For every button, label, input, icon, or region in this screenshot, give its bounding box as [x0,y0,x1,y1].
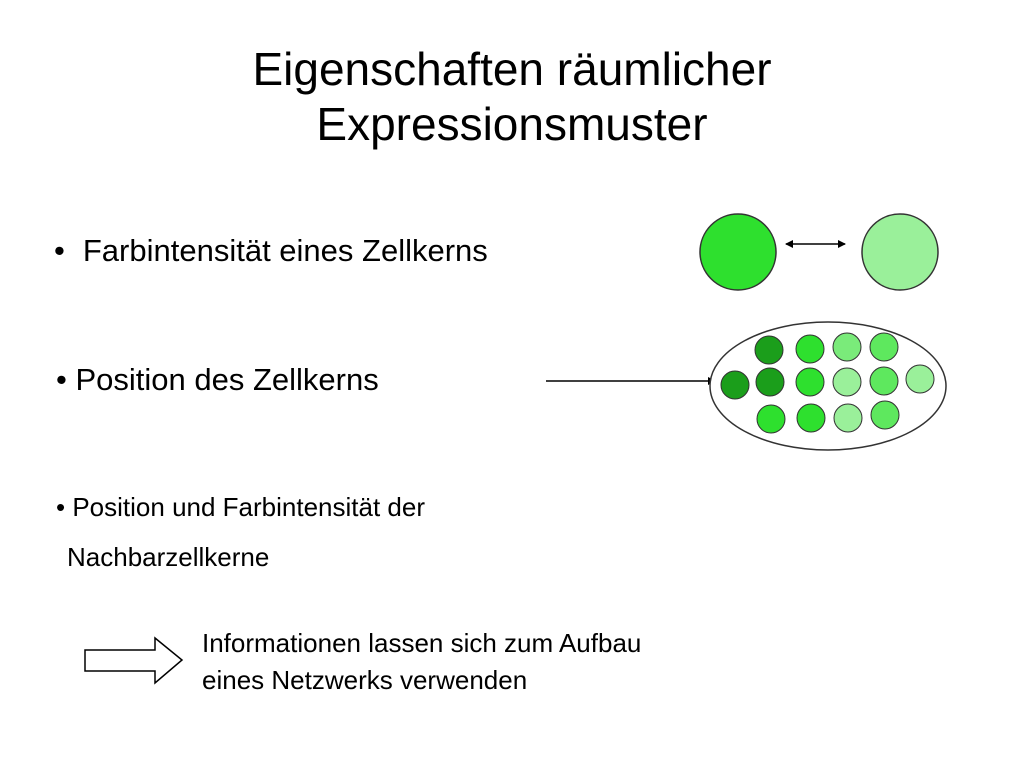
conclusion-line-2: eines Netzwerks verwenden [202,665,528,695]
nucleus-dot [795,334,825,364]
nucleus-dot [795,367,825,397]
nucleus-dot [870,400,900,430]
nucleus-dot [869,332,899,362]
title-line-1: Eigenschaften räumlicher [252,43,772,95]
nucleus-dot [756,404,786,434]
nucleus-dot [832,332,862,362]
bullet-marker: • [56,362,67,397]
bullet-neighbor-nuclei: • Position und Farbintensität der Nachba… [56,482,425,582]
conclusion-line-1: Informationen lassen sich zum Aufbau [202,628,642,658]
bullet-color-intensity: • Farbintensität eines Zellkerns [54,233,488,269]
bullet-text-line-1: • Position und Farbintensität der [56,482,425,532]
bullet-text: Position des Zellkerns [75,362,379,397]
nucleus-dot [754,335,784,365]
title-line-2: Expressionsmuster [316,98,708,150]
bullet-nucleus-position: • Position des Zellkerns [56,362,379,398]
nucleus-dot [869,366,899,396]
conclusion-text: Informationen lassen sich zum Aufbau ein… [202,625,641,699]
nucleus-dot [796,403,826,433]
bullet-text: Farbintensität eines Zellkerns [82,233,488,268]
slide-title: Eigenschaften räumlicher Expressionsmust… [112,42,912,152]
nucleus-dot [905,364,935,394]
bullet-text: Position und Farbintensität der [72,492,425,522]
bullet-marker: • [56,492,66,522]
nucleus-dot [832,367,862,397]
nucleus-dot [755,367,785,397]
bright-nucleus-circle [699,213,777,291]
nuclei-cluster [720,332,935,434]
bullet-text-line-2: Nachbarzellkerne [67,542,270,572]
nucleus-dot [833,403,863,433]
pale-nucleus-circle [861,213,939,291]
bullet-marker: • [54,233,65,268]
nucleus-dot [720,370,750,400]
conclusion-arrow-icon [84,636,184,685]
